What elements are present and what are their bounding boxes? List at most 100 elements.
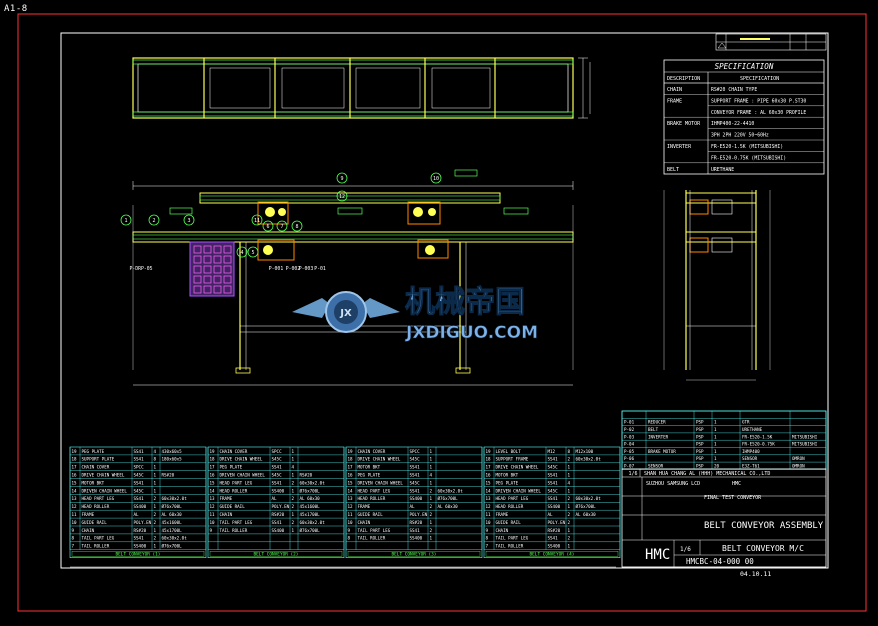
purchase-cell: 1	[714, 449, 717, 454]
bom-cell: 1	[292, 473, 295, 478]
cabinet-component	[203, 275, 212, 284]
spec-row-value: IHMP400-22-4410	[711, 121, 754, 127]
drawing-title: BELT CONVEYOR ASSEMBLY	[704, 521, 824, 531]
bom-cell: 13	[348, 496, 354, 501]
cabinet-component	[203, 285, 212, 294]
bom-cell: SS41	[410, 473, 421, 478]
title-customer: SUZHOU SAMSUNG LCD	[646, 481, 700, 487]
bom-cell: 1	[568, 488, 571, 493]
title-line: FINAL TEST CONVEYOR	[704, 495, 762, 501]
bom-cell: 17	[72, 465, 78, 470]
bom-cell: 1	[154, 528, 157, 533]
bom-cell: 1	[568, 473, 571, 478]
title-company: SHAN HUA CHANG AL (HHH) MECHANICAL CO.,L…	[644, 471, 770, 477]
bom-cell: CHAIN	[82, 528, 95, 533]
bom-footer: BELT CONVEYOR (2)	[254, 552, 299, 558]
bom-cell: FRAME	[82, 512, 95, 517]
cabinet-component	[213, 245, 222, 254]
bom-cell: SPCC	[134, 465, 145, 470]
bom-cell: 2	[292, 496, 295, 501]
bom-cell: SS41	[410, 488, 421, 493]
bom-cell: HEAD ROLLER	[496, 504, 524, 509]
bom-cell: CHAIN	[220, 512, 233, 517]
bom-cell: 2	[430, 528, 433, 533]
spec-row-value: FR-E520-0.75K (MITSUBISHI)	[711, 155, 786, 161]
spec-row-value: FR-E520-1.5K (MITSUBISHI)	[711, 144, 783, 150]
bom-cell: 2	[292, 504, 295, 509]
sheet-tab-label: A1-8	[4, 4, 28, 14]
bom-cell: 2	[430, 512, 433, 517]
bom-cell: RS#20	[410, 520, 423, 525]
bom-cell: 1	[292, 528, 295, 533]
bom-cell: SPCC	[272, 449, 283, 454]
bom-cell: 18	[210, 457, 216, 462]
inner-border	[60, 32, 829, 569]
bom-cell: 16	[348, 473, 354, 478]
bom-cell: SS400	[410, 536, 423, 541]
bom-cell: 13	[486, 496, 492, 501]
balloon-number: 5	[251, 250, 254, 256]
bom-cell: 2	[154, 536, 157, 541]
purchase-cell: P-07	[624, 464, 635, 469]
bom-cell: RS#20	[162, 473, 175, 478]
bom-cell: 9	[210, 528, 213, 533]
cabinet-component	[213, 255, 222, 264]
bom-cell: 4	[292, 465, 295, 470]
callout-label: P-001	[269, 266, 284, 272]
bom-cell: 2	[430, 488, 433, 493]
bom-cell: 2	[568, 536, 571, 541]
purchase-cell: 1	[714, 442, 717, 447]
cabinet-component	[193, 245, 202, 254]
balloon-marker	[120, 214, 132, 226]
bom-cell: SS41	[134, 449, 145, 454]
bom-cell: 60x30x2.0t	[162, 536, 188, 541]
balloon-marker	[336, 172, 348, 184]
balloon-number: 3	[187, 218, 190, 224]
spec-header-description: DESCRIPTION	[667, 76, 700, 82]
bom-cell: 19	[348, 449, 354, 454]
callout-label: P-003	[299, 266, 314, 272]
bom-cell: 2	[154, 496, 157, 501]
bom-cell: Ø76x700L	[300, 528, 321, 533]
bom-cell: 1	[568, 504, 571, 509]
bom-cell: SS41	[410, 465, 421, 470]
balloon-number: 8	[295, 224, 298, 230]
balloon-number: 10	[433, 176, 439, 182]
bom-cell: 1	[154, 480, 157, 485]
bom-cell: PEG PLATE	[358, 473, 381, 478]
purchase-cell: P-02	[624, 427, 635, 432]
purchase-cell: P-03	[624, 434, 635, 439]
bom-cell: 10	[210, 520, 216, 525]
balloon-marker	[183, 214, 195, 226]
bom-cell: FRAME	[358, 504, 371, 509]
purchase-cell: PSP	[696, 434, 704, 439]
purchase-cell: BRAKE MOTOR	[648, 449, 676, 454]
bom-cell: 2	[292, 480, 295, 485]
bom-cell: 1	[568, 465, 571, 470]
spec-row-label: BELT	[667, 167, 679, 173]
bom-cell: AL 60x30	[162, 512, 183, 517]
bom-cell: SS400	[134, 504, 147, 509]
purchase-cell: 1	[714, 427, 717, 432]
bom-cell: 60x30x2.0t	[576, 457, 602, 462]
purchase-cell: IHMP400	[742, 449, 760, 454]
bom-cell: 8	[72, 536, 75, 541]
bom-cell: SUPPORT PLATE	[82, 457, 115, 462]
purchase-cell: URETHANE	[742, 427, 763, 432]
title-project: HMC	[732, 481, 741, 487]
purchase-cell: REDUCER	[648, 420, 666, 425]
bom-cell: TAIL ROLLER	[220, 528, 248, 533]
bom-cell: RS#20	[548, 528, 561, 533]
bom-cell: FRAME	[496, 512, 509, 517]
bom-cell: 1	[154, 465, 157, 470]
bom-cell: 14	[210, 488, 216, 493]
bom-cell: 17	[486, 465, 492, 470]
bom-cell: HEAD PART LEG	[220, 480, 253, 485]
cabinet-component	[213, 265, 222, 274]
bom-cell: MOTOR BKT	[496, 473, 519, 478]
bom-cell: DRIVE CHAIN WHEEL	[220, 457, 263, 462]
balloon-marker	[291, 220, 303, 232]
bom-cell: 18	[348, 457, 354, 462]
